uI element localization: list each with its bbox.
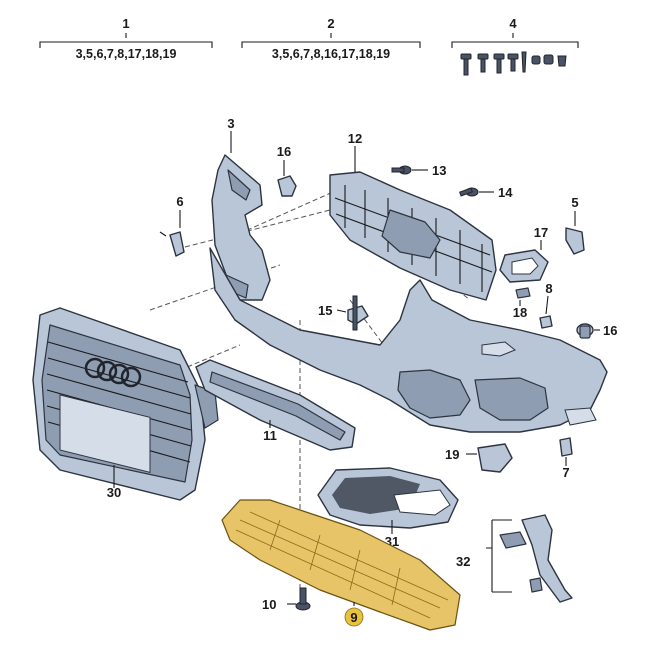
panel-ribs [235, 511, 449, 619]
label-18[interactable]: 18 [513, 305, 527, 320]
bracket-part-5[interactable]: 5 [565, 195, 585, 255]
label-10[interactable]: 10 [262, 597, 276, 612]
highlight-badge [344, 607, 364, 627]
label-4[interactable]: 4 [509, 16, 517, 31]
label-9[interactable]: 9 [350, 610, 357, 625]
label-11[interactable]: 11 [263, 428, 277, 443]
clip-part-6[interactable]: 6 [159, 194, 185, 257]
label-8[interactable]: 8 [545, 281, 552, 296]
side-bracket-part-3[interactable]: 3 [211, 116, 271, 301]
label-17[interactable]: 17 [534, 225, 548, 240]
fastener-set-icon [460, 51, 567, 76]
label-16-right[interactable]: 16 [603, 323, 617, 338]
label-1[interactable]: 1 [122, 16, 129, 31]
upper-grille-part-12[interactable]: 12 [329, 131, 497, 301]
label-5[interactable]: 5 [571, 195, 578, 210]
kit-2-contents: 3,5,6,7,8,16,17,18,19 [272, 47, 390, 61]
label-7[interactable]: 7 [562, 465, 569, 480]
clip-part-16-right[interactable]: 16 [576, 323, 617, 339]
grille-strip-part-11[interactable]: 11 [195, 359, 356, 451]
clip-part-7[interactable]: 7 [559, 437, 573, 480]
retainer-part-15[interactable]: 15 [318, 295, 369, 331]
kit-2-header: 2 3,5,6,7,8,16,17,18,19 [241, 16, 421, 61]
four-rings-logo [84, 357, 142, 388]
screw-part-13[interactable]: 13 [391, 163, 446, 178]
bumper-cover[interactable] [209, 247, 608, 433]
label-14[interactable]: 14 [498, 185, 513, 200]
label-15[interactable]: 15 [318, 303, 332, 318]
kit-1-header: 1 3,5,6,7,8,17,18,19 [39, 16, 213, 61]
underbody-panel-part-9[interactable]: 9 [221, 499, 461, 631]
label-2[interactable]: 2 [327, 16, 334, 31]
label-30[interactable]: 30 [107, 485, 121, 500]
label-32[interactable]: 32 [456, 554, 470, 569]
kit-1-contents: 3,5,6,7,8,17,18,19 [76, 47, 177, 61]
clip-part-16-top[interactable]: 16 [277, 144, 297, 197]
label-13[interactable]: 13 [432, 163, 446, 178]
label-6[interactable]: 6 [176, 194, 183, 209]
label-3[interactable]: 3 [227, 116, 234, 131]
label-12[interactable]: 12 [348, 131, 362, 146]
screw-part-10[interactable]: 10 [262, 587, 311, 612]
bracket-assembly-part-32[interactable]: 32 [456, 514, 573, 603]
label-16-top[interactable]: 16 [277, 144, 291, 159]
fog-grille-part-31[interactable]: 31 [317, 467, 459, 549]
screw-part-14[interactable]: 14 [459, 185, 514, 200]
radiator-grille-part-30[interactable]: 30 [32, 307, 219, 501]
label-19[interactable]: 19 [445, 447, 459, 462]
fog-bracket-part-19[interactable]: 19 [445, 443, 513, 473]
kit-4-header: 4 [451, 16, 579, 76]
clip-part-18[interactable]: 18 [513, 287, 531, 320]
clip-part-8[interactable]: 8 [539, 281, 553, 329]
lamp-trim-part-17[interactable]: 17 [499, 225, 549, 283]
